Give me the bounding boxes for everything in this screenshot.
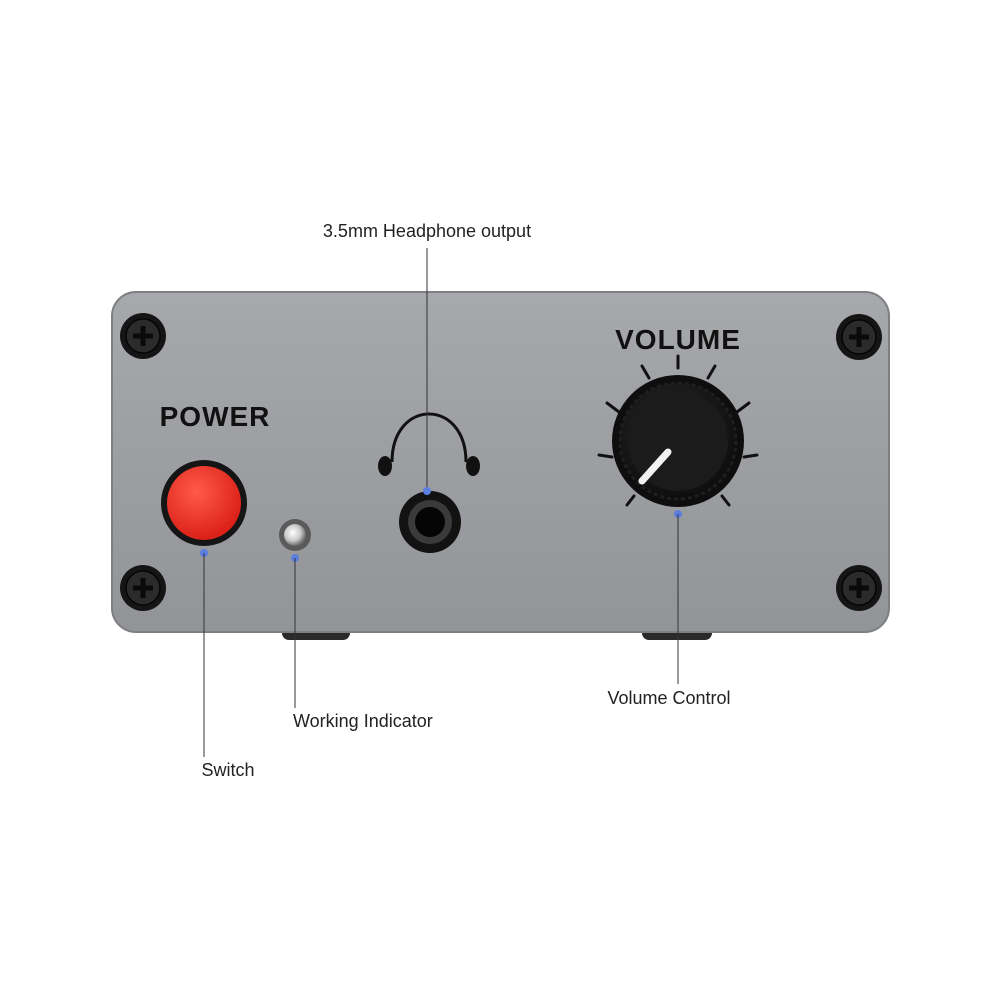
screw-icon	[836, 565, 882, 611]
headphone-output-callout-dot	[423, 487, 431, 495]
front-panel-edge	[111, 291, 890, 633]
working-indicator-led	[279, 519, 311, 551]
volume-knob[interactable]	[612, 375, 744, 507]
power-button[interactable]	[161, 460, 247, 546]
volume-scale-ticks	[597, 354, 759, 507]
volume-control-callout-label: Volume Control	[607, 688, 730, 708]
volume-label: VOLUME	[615, 324, 741, 355]
headphone-output-callout-label: 3.5mm Headphone output	[323, 221, 531, 241]
headphone-icon	[378, 412, 480, 476]
power-label: POWER	[160, 401, 271, 432]
headphone-jack[interactable]	[399, 491, 461, 553]
working-indicator-callout-label: Working Indicator	[293, 711, 433, 731]
screw-icon	[120, 565, 166, 611]
screw-icon	[120, 313, 166, 359]
switch-callout-label: Switch	[201, 760, 254, 780]
screw-icon	[836, 314, 882, 360]
front-panel	[112, 292, 889, 632]
volume-knob-pointer	[638, 448, 672, 485]
